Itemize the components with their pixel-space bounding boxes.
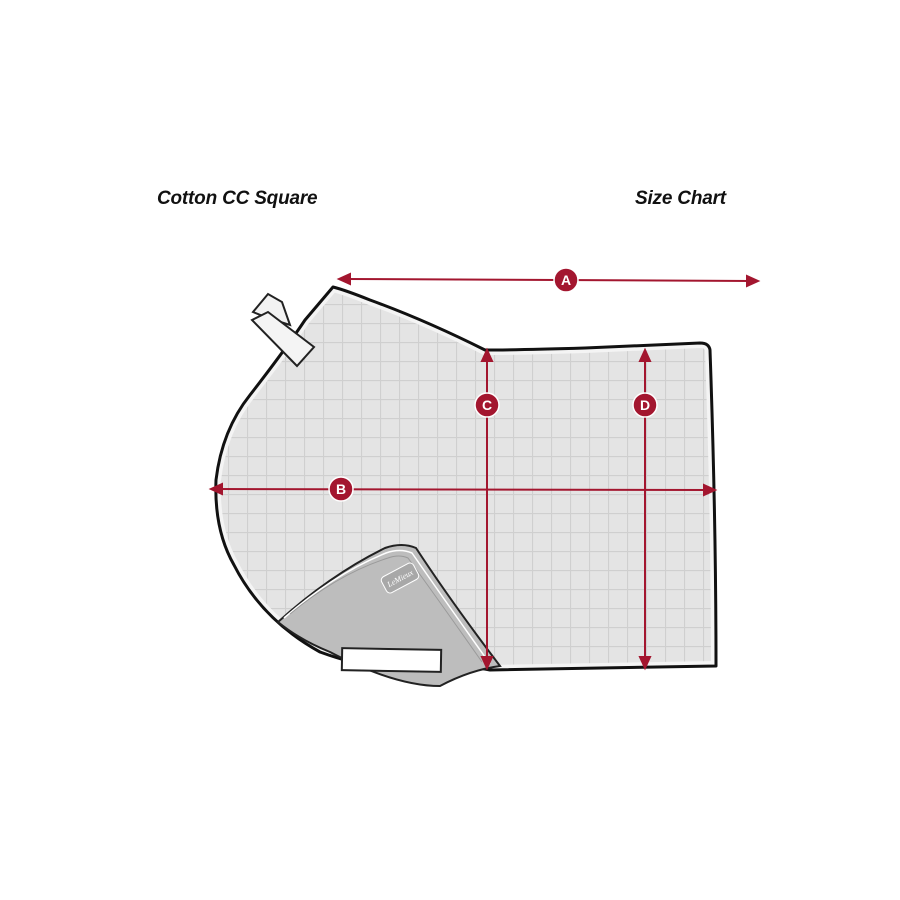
- marker-a: A: [553, 267, 579, 293]
- marker-c: C: [474, 392, 500, 418]
- size-chart-title: Size Chart: [635, 188, 726, 209]
- svg-text:C: C: [482, 397, 492, 413]
- marker-b: B: [328, 476, 354, 502]
- brand-logo: LeMieux: [380, 562, 420, 594]
- svg-text:B: B: [336, 481, 346, 497]
- svg-text:D: D: [640, 397, 650, 413]
- measure-line-a: [344, 278, 753, 282]
- strap-tab: [250, 292, 316, 368]
- measure-line-b: [216, 488, 710, 491]
- svg-text:A: A: [561, 272, 571, 288]
- white-label: [340, 647, 443, 673]
- grey-panel: LeMieux: [276, 544, 502, 688]
- marker-d: D: [632, 392, 658, 418]
- product-title: Cotton CC Square: [157, 188, 318, 209]
